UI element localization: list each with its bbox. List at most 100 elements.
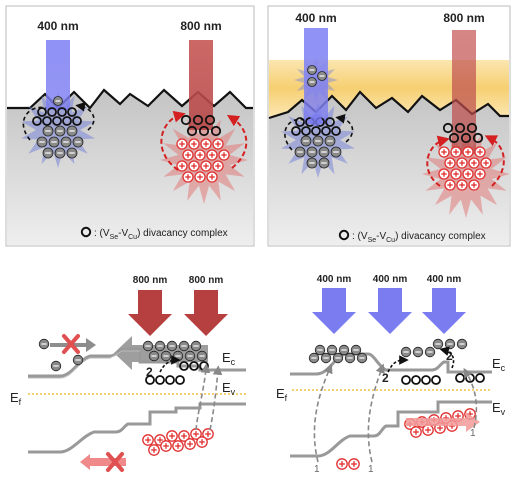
divacancy [165, 375, 175, 385]
divacancy [47, 107, 57, 117]
step-label: 1 [314, 464, 320, 475]
electron-cluster-right [438, 122, 492, 191]
divacancy [175, 375, 185, 385]
excitation-burst [160, 116, 248, 204]
divacancy [62, 116, 72, 126]
hole-flow-arrow [406, 412, 480, 432]
divacancy [401, 375, 411, 385]
trap-arrow [387, 355, 409, 373]
conduction-band [290, 352, 492, 376]
electron-highlight [310, 114, 322, 126]
beam-label-400nm: 400 nm [37, 19, 78, 33]
ec-label: Ec [222, 350, 236, 367]
electron-cluster-left [32, 96, 84, 159]
step-label: 1 [470, 428, 476, 439]
divacancy [155, 375, 165, 385]
beam-label-400nm: 400 nm [373, 274, 408, 285]
trap-arrow [439, 346, 455, 369]
beam-arrow-400nm [422, 288, 466, 334]
panel-bottom-right: 400 nm 400 nm 400 nm Ef Ec Ev 2 2 1 1 1 [276, 274, 506, 475]
divacancy [291, 126, 301, 136]
ev-label: Ev [492, 400, 506, 417]
excitation-arrow [209, 365, 223, 431]
electron-cluster-left [291, 114, 342, 169]
beam-label-400nm: 400 nm [295, 11, 336, 25]
divacancy-row [145, 361, 209, 385]
excitation-arrow [195, 363, 211, 431]
divacancy [52, 116, 62, 126]
beam-label-400nm: 400 nm [427, 274, 462, 285]
beam-arrow-400nm [312, 288, 356, 334]
beam-label-800nm: 800 nm [443, 11, 484, 25]
ef-label: Ef [276, 386, 288, 403]
electron-group [308, 338, 468, 364]
divacancy [475, 373, 485, 383]
blocked-hole-arrow [80, 454, 126, 470]
excitation-arrow [367, 363, 385, 463]
ec-label: Ec [492, 356, 506, 373]
step-label: 2 [146, 365, 153, 379]
divacancy [331, 126, 341, 136]
step-label: 1 [368, 464, 374, 475]
electron-cluster-surface [307, 65, 327, 87]
beam-arrow-800nm [184, 290, 228, 336]
valence-band [28, 402, 246, 454]
divacancy [325, 117, 335, 127]
hole-group [142, 428, 214, 456]
red-burst [160, 116, 248, 204]
divacancy [186, 125, 198, 137]
divacancy [442, 122, 454, 134]
divacancy-row [401, 373, 485, 385]
step-label: 2 [382, 371, 389, 385]
excitation-arrow [313, 363, 333, 463]
panel-top-right: 400 nm 800 nm : (VSe-VCu) divacancy comp… [267, 5, 511, 247]
divacancy [472, 132, 484, 144]
divacancy-legend-marker [338, 229, 350, 241]
divacancy [67, 107, 77, 117]
divacancy [210, 125, 222, 137]
ef-label: Ef [10, 390, 22, 407]
electron-group [38, 338, 208, 372]
beam-label-800nm: 800 nm [133, 275, 168, 286]
circulation-arrow [335, 114, 354, 143]
divacancy [145, 375, 155, 385]
panel-top-left: 400 nm 800 nm : (VSe-VCu) divacancy comp… [5, 5, 255, 247]
divacancy [295, 117, 305, 127]
conduction-band [28, 347, 246, 378]
beam-arrow-800nm [128, 290, 172, 336]
divacancy [411, 375, 421, 385]
divacancy [192, 114, 204, 126]
beam-800nm [452, 30, 476, 154]
legend-text: : (VSe-VCu) divacancy complex [94, 228, 228, 241]
divacancy [198, 125, 210, 137]
divacancy [179, 361, 189, 371]
divacancy-legend-marker [80, 226, 92, 238]
beam-label-800nm: 800 nm [180, 19, 221, 33]
divacancy [301, 126, 311, 136]
divacancy [454, 122, 466, 134]
circulation-arrow [22, 106, 47, 141]
divacancy [460, 132, 472, 144]
divacancy [421, 375, 431, 385]
circulation-arrow-red [160, 110, 186, 171]
beam-label-800nm: 800 nm [189, 275, 224, 286]
divacancy [431, 375, 441, 385]
blocked-x-icon [106, 452, 124, 472]
electron-cluster-right [176, 114, 230, 183]
panel-bottom-left: 800 nm 800 nm Ef Ec Ev 2 [10, 275, 246, 472]
trap-arrow [159, 355, 181, 373]
divacancy [204, 114, 216, 126]
legend-text: : (VSe-VCu) divacancy complex [352, 231, 486, 244]
circulation-arrow-red [226, 114, 248, 169]
hole-group [336, 408, 476, 470]
divacancy [72, 116, 82, 126]
circulation-arrow-red [484, 135, 505, 187]
ev-label: Ev [222, 380, 236, 397]
divacancy [311, 126, 321, 136]
divacancy [42, 116, 52, 126]
divacancy [57, 107, 67, 117]
valence-band [290, 400, 492, 458]
conduction-band-shadow [28, 350, 140, 379]
